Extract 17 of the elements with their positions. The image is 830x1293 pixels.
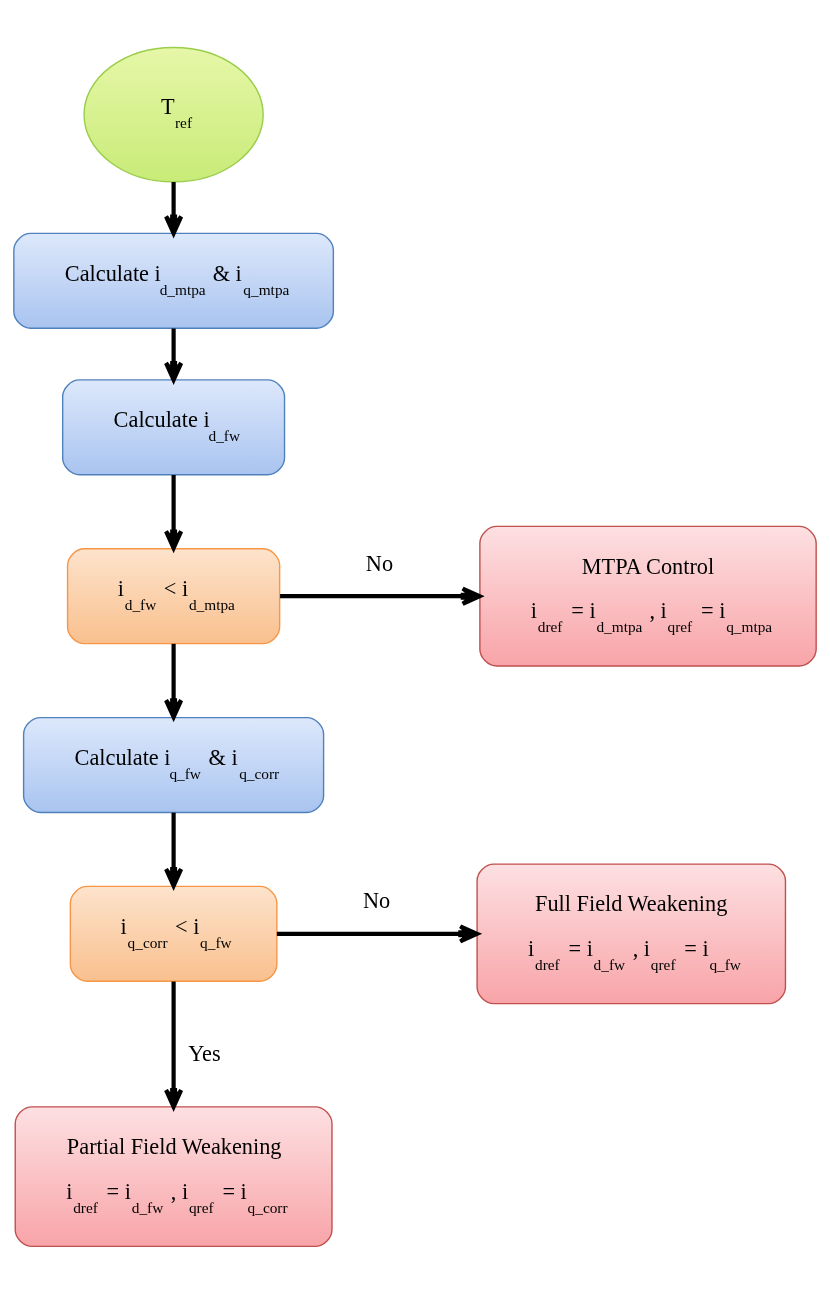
edge-label: No [365,550,394,576]
node-box: id_fw < id_mtpa [66,547,281,644]
arrow [163,812,184,888]
node-box: Calculate id_fw [62,378,286,475]
node-box: Partial Field Weakening idref = id_fw , iqref = iq_corr [14,1105,333,1247]
arrow [280,586,482,606]
edge-label: No [363,887,391,913]
node-box: Calculate iq_fw & iq_corr [22,716,325,813]
arrow [276,923,480,943]
node-box: Calculate id_mtpa & iq_mtpa [13,232,335,329]
node-ellipse: Tref [83,46,264,183]
arrow [163,981,184,1109]
node-box: MTPA Control idref = id_mtpa , iqref = iq_mtpa [479,525,817,667]
edge-label: Yes [188,1040,221,1066]
node-box: iq_corr < iq_fw [69,885,278,982]
arrow [163,328,184,382]
node-box: Full Field Weakening idref = id_fw , iqref = iq_fw [476,862,787,1004]
